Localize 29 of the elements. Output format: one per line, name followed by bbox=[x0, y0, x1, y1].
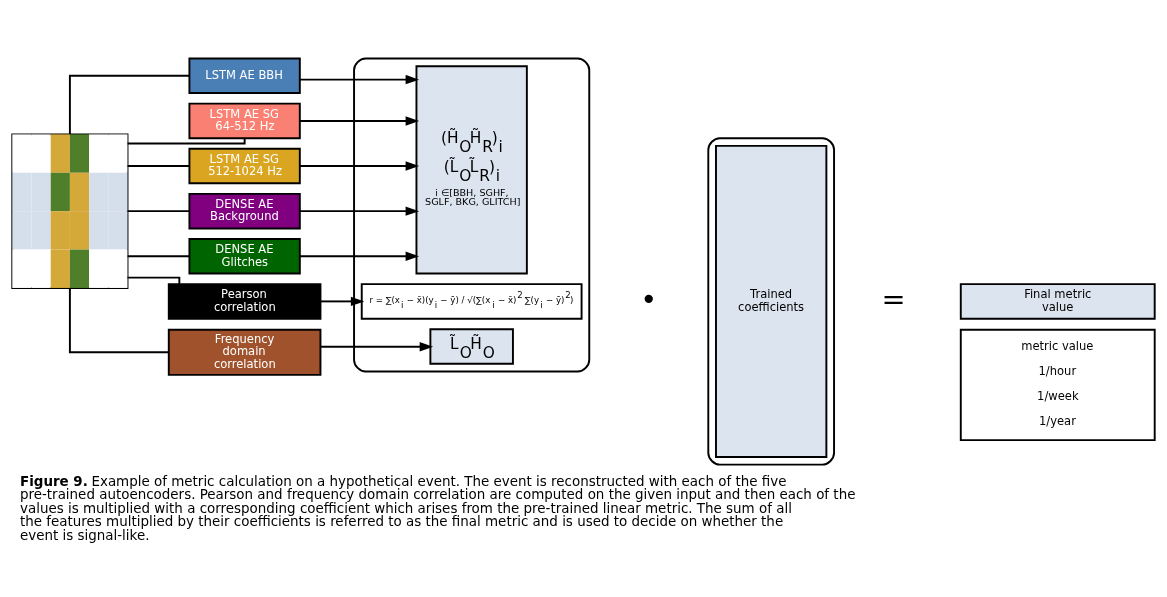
node-box: Trained coefficients bbox=[715, 144, 828, 458]
connector bbox=[126, 254, 191, 257]
connector bbox=[126, 136, 246, 144]
arrow bbox=[298, 205, 420, 216]
node-box: Pearson correlation bbox=[167, 282, 322, 320]
connector bbox=[68, 286, 170, 353]
connector bbox=[126, 164, 191, 167]
node-box: Final metric value bbox=[959, 282, 1156, 320]
arrow bbox=[319, 296, 365, 306]
cluster bbox=[707, 136, 835, 466]
node-box: LSTM AE BBH bbox=[188, 57, 301, 94]
node-box: DENSE AE Background bbox=[188, 192, 301, 229]
cluster bbox=[353, 57, 591, 372]
arrow bbox=[298, 74, 420, 84]
node-box: LSTM AE SG 64-512 Hz bbox=[188, 102, 301, 139]
node-box: LSTM AE SG 512-1024 Hz bbox=[188, 147, 301, 184]
arrow bbox=[298, 115, 420, 126]
caption: Figure 9. Example of metric calculation on a hypothetical event. The event is reconstructed with each of the five pre-trained autoencoders. Pearson and frequency domain correlation are computed on the given input and then each of the values is multiplied with a corresponding coefficient which arises from the pre-trained linear metric. The sum of all the features multiplied by their coefficients is referred to as the final metric and is used to decide on whether the event is signal-like. bbox=[19, 473, 856, 543]
label: = bbox=[881, 281, 906, 316]
node-box: DENSE AE Glitches bbox=[188, 237, 301, 274]
node-box: metric value 1/hour 1/week 1/year bbox=[959, 328, 1156, 441]
arrow bbox=[298, 251, 420, 261]
label: • bbox=[640, 281, 658, 316]
arrow bbox=[319, 341, 434, 351]
connector bbox=[126, 276, 181, 285]
node-box: Frequency domain correlation bbox=[167, 328, 322, 376]
arrow bbox=[298, 160, 420, 171]
connector bbox=[68, 74, 191, 135]
connector bbox=[126, 209, 191, 212]
